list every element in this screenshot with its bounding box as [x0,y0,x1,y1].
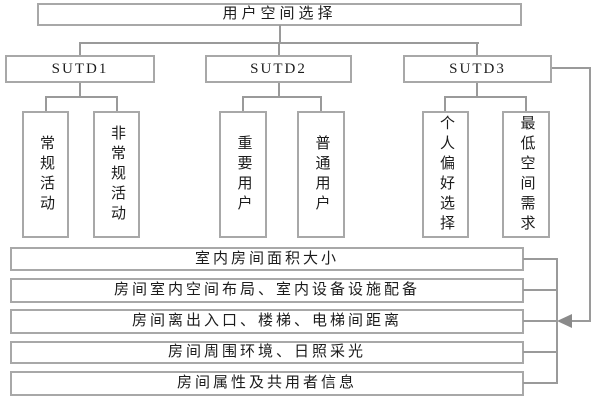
node-personal-preference: 个人偏好选择 [422,111,469,238]
connector-line [444,96,446,111]
connector-line [242,96,244,111]
connector-line [278,42,280,55]
connector-line [444,96,527,98]
connector-line [278,83,280,97]
connector-line [523,289,557,291]
criteria-row-attributes-cousers: 房间属性及共用者信息 [10,371,524,396]
connector-line [523,382,557,384]
node-minimum-space-need: 最低空间需求 [502,111,550,238]
connector-line [556,258,558,384]
connector-line [523,320,557,322]
connector-line [523,258,557,260]
node-sutd2: SUTD2 [205,55,352,83]
connector-line [552,67,591,69]
node-sutd3: SUTD3 [403,55,552,83]
node-sutd1: SUTD1 [5,55,155,83]
node-ordinary-user: 普通用户 [297,111,345,238]
connector-line [116,96,118,111]
criteria-row-distance-entrance: 房间离出入口、楼梯、电梯间距离 [10,309,524,334]
node-important-user: 重要用户 [219,111,267,238]
connector-line [523,351,557,353]
node-user-space-selection: 用户空间选择 [37,3,522,26]
connector-line [45,96,47,111]
node-irregular-activity: 非常规活动 [93,111,140,238]
criteria-row-layout-facilities: 房间室内空间布局、室内设备设施配备 [10,278,524,303]
connector-line [589,67,591,322]
connector-line [279,25,281,43]
criteria-row-room-area: 室内房间面积大小 [10,247,524,271]
connector-line [476,83,478,97]
node-regular-activity: 常规活动 [22,111,69,238]
connector-line [525,96,527,111]
connector-line [242,96,322,98]
connector-line [79,83,81,97]
connector-line [45,96,118,98]
connector-line [79,42,81,55]
criteria-row-environment-daylight: 房间周围环境、日照采光 [10,341,524,364]
connector-line [570,320,591,322]
arrowhead-left-icon [557,314,572,328]
connector-line [476,42,478,55]
connector-line [320,96,322,111]
